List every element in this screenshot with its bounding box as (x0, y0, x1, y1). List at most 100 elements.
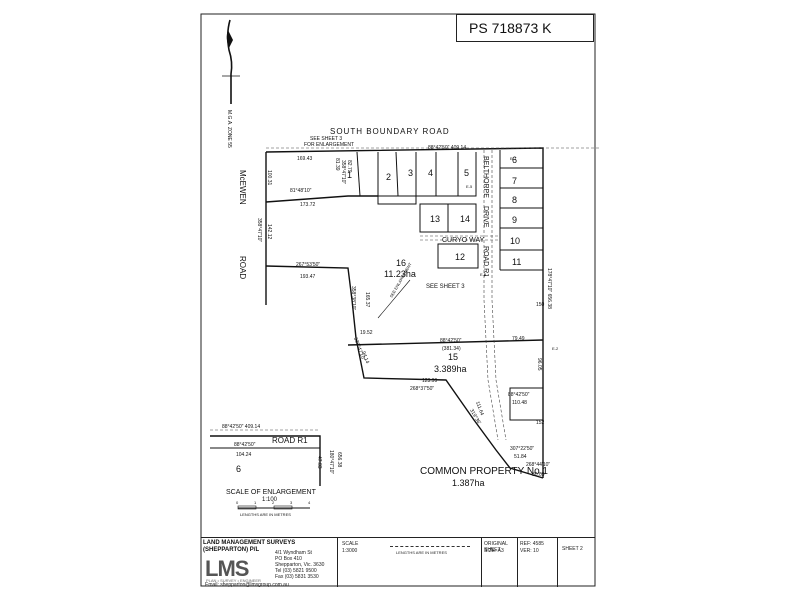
ver-label: VER: 10 (520, 548, 539, 554)
easement-e2: E-2 (552, 346, 559, 351)
road-r1-label: ROAD R1 (482, 246, 489, 277)
dim-16537: 165.37 (364, 292, 370, 308)
email: Email: shepparton@lmsgroup.com.au (205, 582, 289, 588)
lot-5: 5 (464, 168, 469, 178)
address-3: Shepparton, Vic. 3630 (275, 562, 325, 568)
dim-26844: 268°44'10" (526, 462, 550, 468)
dim-19347: 193.47 (300, 274, 316, 280)
easement-labels: E-1 E-2 E-3 E-5 (466, 156, 559, 351)
dim-3009: 30.09 (532, 472, 545, 478)
dim-16943: 169.43 (297, 156, 313, 162)
scale-bar: SCALE OF ENLARGEMENT 1:100 0 1 2 3 4 LEN… (226, 489, 317, 517)
dim-100: 100.31 (266, 170, 272, 186)
fax: Fax (03) 5831 3530 (275, 574, 319, 580)
enl-4783: 47.83 (316, 456, 322, 469)
for-enlargement-note: FOR ENLARGEMENT (304, 142, 354, 148)
mga-zone-label: M.G.A. ZONE 55 (226, 110, 232, 148)
dimension-labels: 88°42'50" 409.14 169.43 81.39 82.79 358°… (256, 145, 552, 478)
dim-7649: 79.49 (512, 336, 525, 342)
sheet-cell: SHEET 2 (557, 538, 595, 587)
dim-17372: 173.72 (300, 202, 316, 208)
lms-logo: LMS (205, 556, 249, 581)
north-arrow: M.G.A. ZONE 55 (222, 19, 240, 148)
dim-152: 152 (536, 420, 545, 426)
drive-label: DRIVE (482, 206, 489, 228)
dim-358b: 358°47'10" (256, 218, 262, 242)
original-sheet-cell: ORIGINAL SHEET SIZE: A3 (481, 538, 517, 587)
lot-7: 7 (512, 176, 517, 186)
lot-6: 6 (512, 155, 517, 165)
lot-16-area: 11.23ha (384, 269, 416, 279)
ref-label: REF: 4585 (520, 541, 544, 547)
dim-5184: 51.84 (514, 454, 527, 460)
firm-name-2: (SHEPPARTON) P/L (203, 547, 260, 553)
lot-grid (356, 150, 544, 421)
scale-units: LENGTHS ARE IN METRES (240, 512, 291, 517)
firm-cell: LAND MANAGEMENT SURVEYS (SHEPPARTON) P/L… (201, 538, 337, 588)
scale-label: SCALE (342, 541, 359, 547)
lot-13: 13 (430, 214, 440, 224)
main-scale-bar (390, 546, 470, 547)
sheet-size: SIZE: A3 (484, 548, 504, 554)
dim-1952: 19.52 (360, 330, 373, 336)
enl-bottom-dim: 88°42'50" (234, 442, 256, 448)
main-scale-units: LENGTHS ARE IN METRES (396, 550, 447, 555)
firm-name: LAND MANAGEMENT SURVEYS (203, 540, 296, 546)
dim-14212: 142.12 (266, 224, 272, 240)
lot-2: 2 (386, 172, 391, 182)
sheet-number: SHEET 2 (562, 546, 583, 552)
scale-tick-3: 3 (290, 500, 293, 505)
lot-3: 3 (408, 168, 413, 178)
dim-8139: 81.39 (334, 158, 340, 171)
lot-15-area: 3.389ha (434, 364, 467, 374)
dim-9414: 94.14 (360, 351, 370, 365)
dim-358c: 358°38'10" (350, 286, 356, 310)
lot-16: 16 (396, 258, 406, 268)
scale-ratio: 1:100 (262, 497, 278, 503)
road-reserve-lines (266, 147, 600, 441)
dim-11048: 110.48 (512, 400, 527, 406)
enl-180: 180°47'10" (328, 450, 334, 474)
see-sheet-3-enl-note: SEE SHEET 3 (310, 136, 342, 142)
easement-e3: E-3 (480, 272, 487, 277)
common-property-area: 1.387ha (452, 478, 485, 488)
dim-8842b: 88°42'50" (508, 392, 530, 398)
dim-8279: 82.79 (346, 160, 352, 173)
address-2: PO Box 410 (275, 556, 302, 562)
enl-656: 656.38 (336, 452, 342, 468)
dim-11164: 111.64 (474, 401, 485, 417)
enl-top-dim: 88°42'50" 409.14 (222, 424, 260, 430)
curyo-way-label: CURYO WAY (442, 237, 485, 244)
scale-tick-1: 1 (254, 500, 257, 505)
lot-8: 8 (512, 195, 517, 205)
dim-178: 178°47'10" 656.38 (546, 268, 552, 309)
dim-38134: (381.34) (442, 346, 461, 352)
dim-9605: 96.05 (536, 358, 542, 371)
dim-150: 150 (536, 302, 545, 308)
plan-number-box: PS 718873 K (456, 14, 594, 42)
see-sheet-3-note: SEE SHEET 3 (426, 284, 465, 290)
south-boundary-road-label: SOUTH BOUNDARY ROAD (330, 127, 450, 136)
enl-lot-6: 6 (236, 464, 241, 474)
scale-title: SCALE OF ENLARGEMENT (226, 489, 317, 496)
scale-value: 1:3000 (342, 548, 358, 554)
ref-cell: REF: 4585 VER: 10 (517, 538, 557, 587)
lot-14: 14 (460, 214, 470, 224)
dim-267: 267°53'50" (296, 262, 320, 268)
dim-12399: 123.99 (422, 378, 438, 384)
scale-tick-2: 2 (272, 500, 275, 505)
title-block: LAND MANAGEMENT SURVEYS (SHEPPARTON) P/L… (201, 537, 595, 588)
lot-12: 12 (455, 252, 465, 262)
lot-1: 1 (347, 170, 352, 180)
enlargement-inset: 88°42'50" 409.14 88°42'50" ROAD R1 104.2… (210, 424, 342, 486)
dim-81: 81°48'10" (290, 188, 312, 194)
lot-10: 10 (510, 236, 520, 246)
easement-e1: E-1 (510, 156, 517, 161)
belthorpe-drive-label: BELTHORPE (482, 156, 489, 198)
easement-e5: E-5 (466, 184, 473, 189)
common-property-label: COMMON PROPERTY No.1 (420, 466, 548, 477)
enl-road-r1: ROAD R1 (272, 436, 308, 445)
plan-number: PS 718873 K (469, 20, 552, 36)
see-sheet-arrow (377, 279, 411, 319)
